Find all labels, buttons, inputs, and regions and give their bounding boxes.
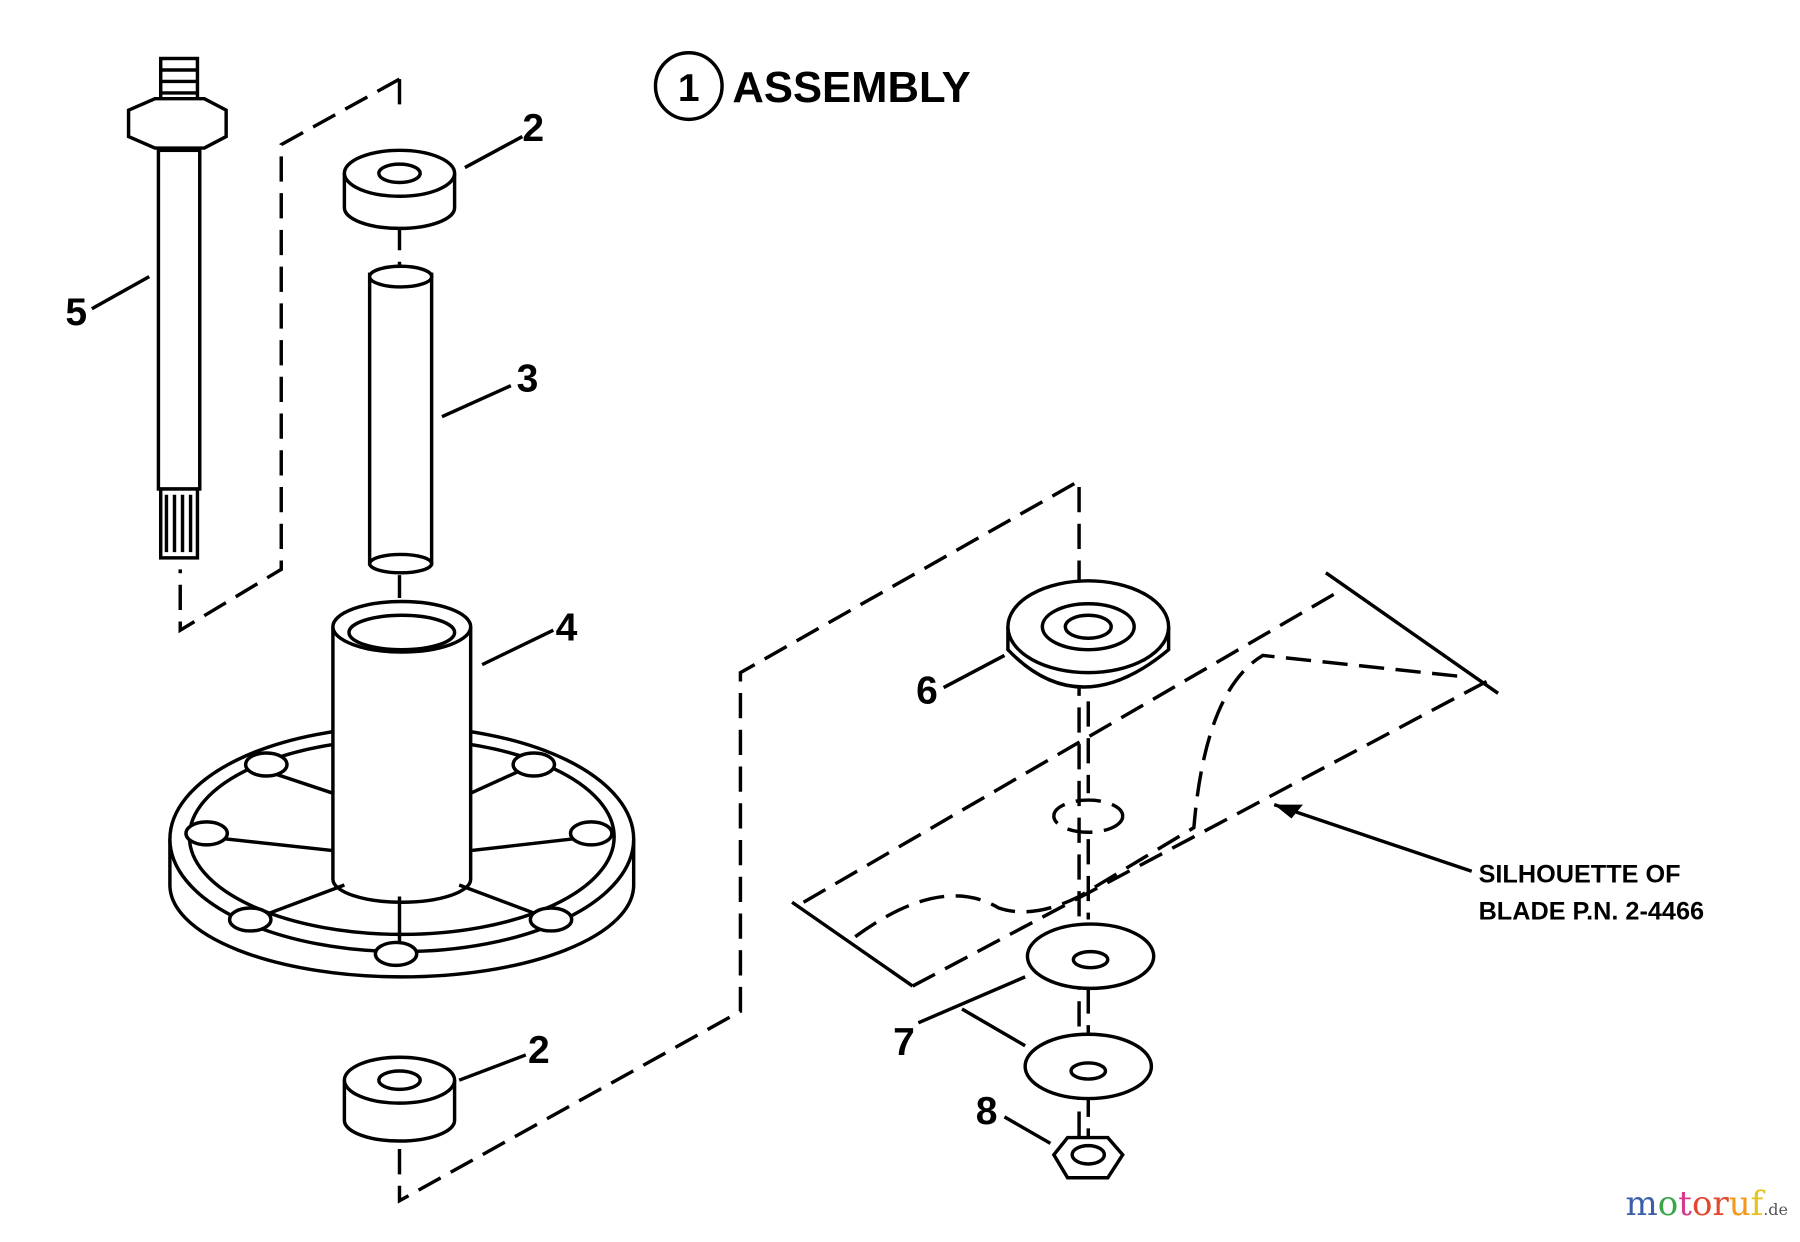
part-6-blade-adapter xyxy=(1006,579,1171,689)
svg-text:ASSEMBLY: ASSEMBLY xyxy=(732,64,970,112)
watermark-logo: motoruf.de xyxy=(1625,1184,1788,1224)
callout-5: 5 xyxy=(65,291,87,334)
callout-7: 7 xyxy=(893,1021,915,1064)
assembly-title: 1 ASSEMBLY xyxy=(653,51,971,122)
part-8-nut xyxy=(1051,1135,1125,1180)
callout-8: 8 xyxy=(976,1090,998,1133)
part-7-washers xyxy=(1023,922,1156,1101)
blade-silhouette xyxy=(791,571,1500,988)
callout-2-top: 2 xyxy=(522,107,544,150)
svg-text:1: 1 xyxy=(678,67,700,110)
part-2-bearing-top xyxy=(342,148,457,231)
part-3-spacer xyxy=(367,264,434,575)
callout-3: 3 xyxy=(517,357,539,400)
part-5-spindle-shaft xyxy=(126,56,228,560)
callout-2-bottom: 2 xyxy=(528,1029,550,1072)
part-4-spindle-housing xyxy=(168,599,636,979)
callout-4: 4 xyxy=(556,607,578,650)
note-line-2: BLADE P.N. 2-4466 xyxy=(1479,897,1704,925)
part-2-bearing-bottom xyxy=(342,1055,457,1143)
note-line-1: SILHOUETTE OF xyxy=(1479,861,1681,889)
callout-6: 6 xyxy=(916,670,938,713)
